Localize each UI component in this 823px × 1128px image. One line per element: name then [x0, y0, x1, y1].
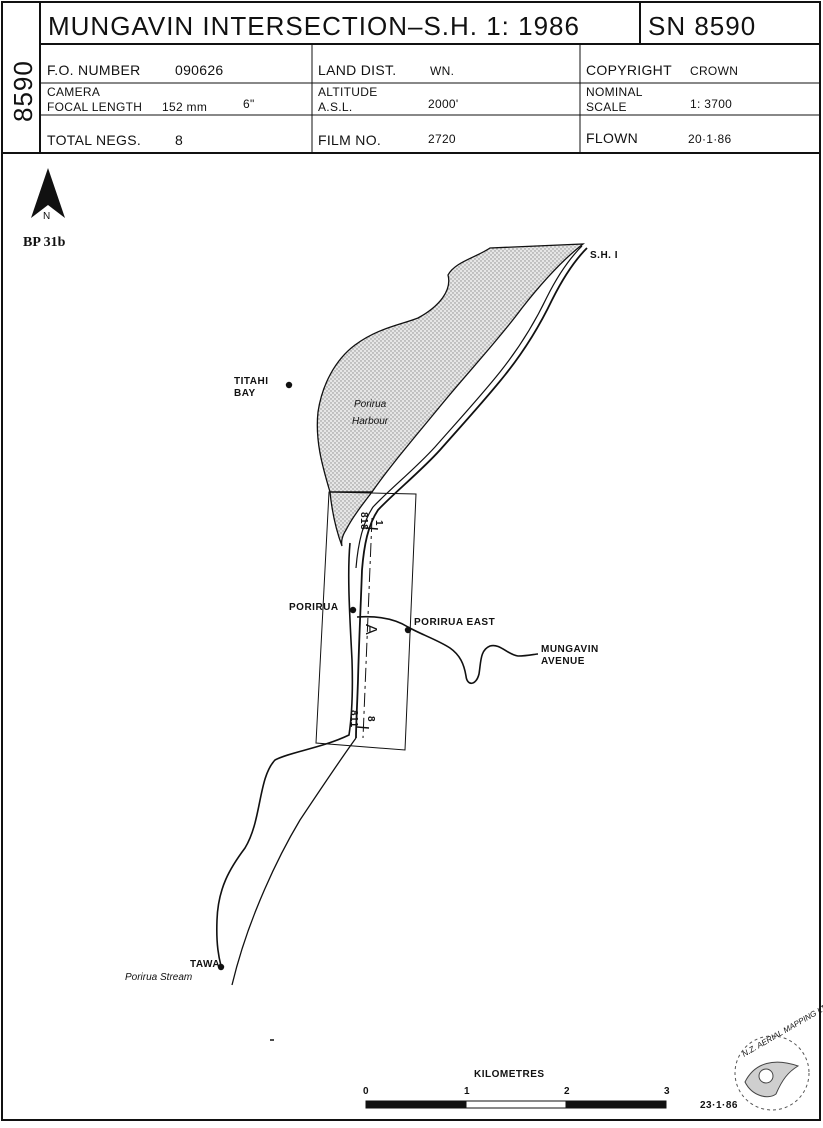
land-dist-value: WN.: [430, 64, 454, 78]
nominal-label: NOMINAL: [586, 85, 643, 99]
mungavin-label-2: AVENUE: [541, 656, 585, 667]
copyright-value: CROWN: [690, 64, 738, 78]
altitude-label: ALTITUDE: [318, 85, 378, 99]
porirua-east-marker: [405, 627, 411, 633]
porirua-east-label: PORIRUA EAST: [414, 617, 495, 628]
sh1-label: S.H. I: [590, 250, 618, 261]
harbour-label-1: Porirua: [354, 399, 387, 410]
stamp-emblem-centre: [759, 1069, 773, 1083]
altitude-value: 2000': [428, 97, 459, 111]
scale-tick-2: 2: [564, 1086, 570, 1097]
land-dist-label: LAND DIST.: [318, 62, 396, 78]
sh1-south-road: [232, 738, 356, 985]
total-negs-value: 8: [175, 132, 183, 148]
fo-number-label: F.O. NUMBER: [47, 62, 141, 78]
aerial-mapping-stamp: N.Z. AERIAL MAPPING LTD 23·1·86: [700, 1000, 823, 1111]
stamp-date: 23·1·86: [700, 1100, 738, 1111]
mungavin-label-1: MUNGAVIN: [541, 644, 599, 655]
asl-label: A.S.L.: [318, 100, 352, 114]
focal-length-label: FOCAL LENGTH: [47, 100, 142, 114]
flight-end-frame: 8: [365, 716, 376, 722]
north-arrow-right-half: [48, 168, 65, 218]
north-arrow: N: [31, 168, 65, 222]
scale-segment-1: [366, 1101, 466, 1108]
titahi-bay-marker: [286, 382, 292, 388]
focal-length-in: 6": [243, 97, 255, 111]
scale-bar-title: KILOMETRES: [474, 1069, 545, 1080]
sheet-sn: SN 8590: [648, 11, 756, 41]
porirua-harbour: [317, 244, 583, 492]
scale-segment-2: [466, 1101, 566, 1108]
focal-length-mm: 152 mm: [162, 100, 207, 114]
copyright-label: COPYRIGHT: [586, 62, 672, 78]
scale-tick-3: 3: [664, 1086, 670, 1097]
stamp-text: N.Z. AERIAL MAPPING LTD: [741, 1000, 823, 1059]
harbour-label-2: Harbour: [352, 416, 389, 427]
fo-number-value: 090626: [175, 62, 224, 78]
scale-tick-0: 0: [363, 1086, 369, 1097]
tawa-label: TAWA: [190, 959, 220, 970]
scale-segment-3: [566, 1101, 666, 1108]
flight-run-label: A: [362, 624, 379, 635]
flight-start-photo: 818: [358, 512, 369, 530]
porirua-stream-label: Porirua Stream: [125, 972, 192, 983]
film-no-label: FILM NO.: [318, 132, 381, 148]
titahi-label-2: BAY: [234, 388, 256, 399]
flight-start-frame: 1: [373, 520, 384, 526]
flight-coverage-box: [316, 492, 416, 750]
flight-end-photo: 811: [348, 710, 359, 728]
flown-value: 20·1·86: [688, 132, 731, 146]
camera-label: CAMERA: [47, 85, 100, 99]
flown-label: FLOWN: [586, 130, 638, 146]
scale-label: SCALE: [586, 100, 627, 114]
north-letter: N: [43, 211, 50, 222]
scale-bar: KILOMETRES 0 1 2 3: [363, 1069, 670, 1108]
plate-id: BP 31b: [23, 235, 66, 250]
scale-value: 1: 3700: [690, 97, 732, 111]
porirua-label: PORIRUA: [289, 602, 339, 613]
side-sheet-number: 8590: [8, 60, 38, 122]
total-negs-label: TOTAL NEGS.: [47, 132, 141, 148]
film-no-value: 2720: [428, 132, 456, 146]
sheet-title: MUNGAVIN INTERSECTION–S.H. 1: 1986: [48, 11, 580, 41]
scale-tick-1: 1: [464, 1086, 470, 1097]
titahi-label-1: TITAHI: [234, 376, 268, 387]
porirua-marker: [350, 607, 356, 613]
